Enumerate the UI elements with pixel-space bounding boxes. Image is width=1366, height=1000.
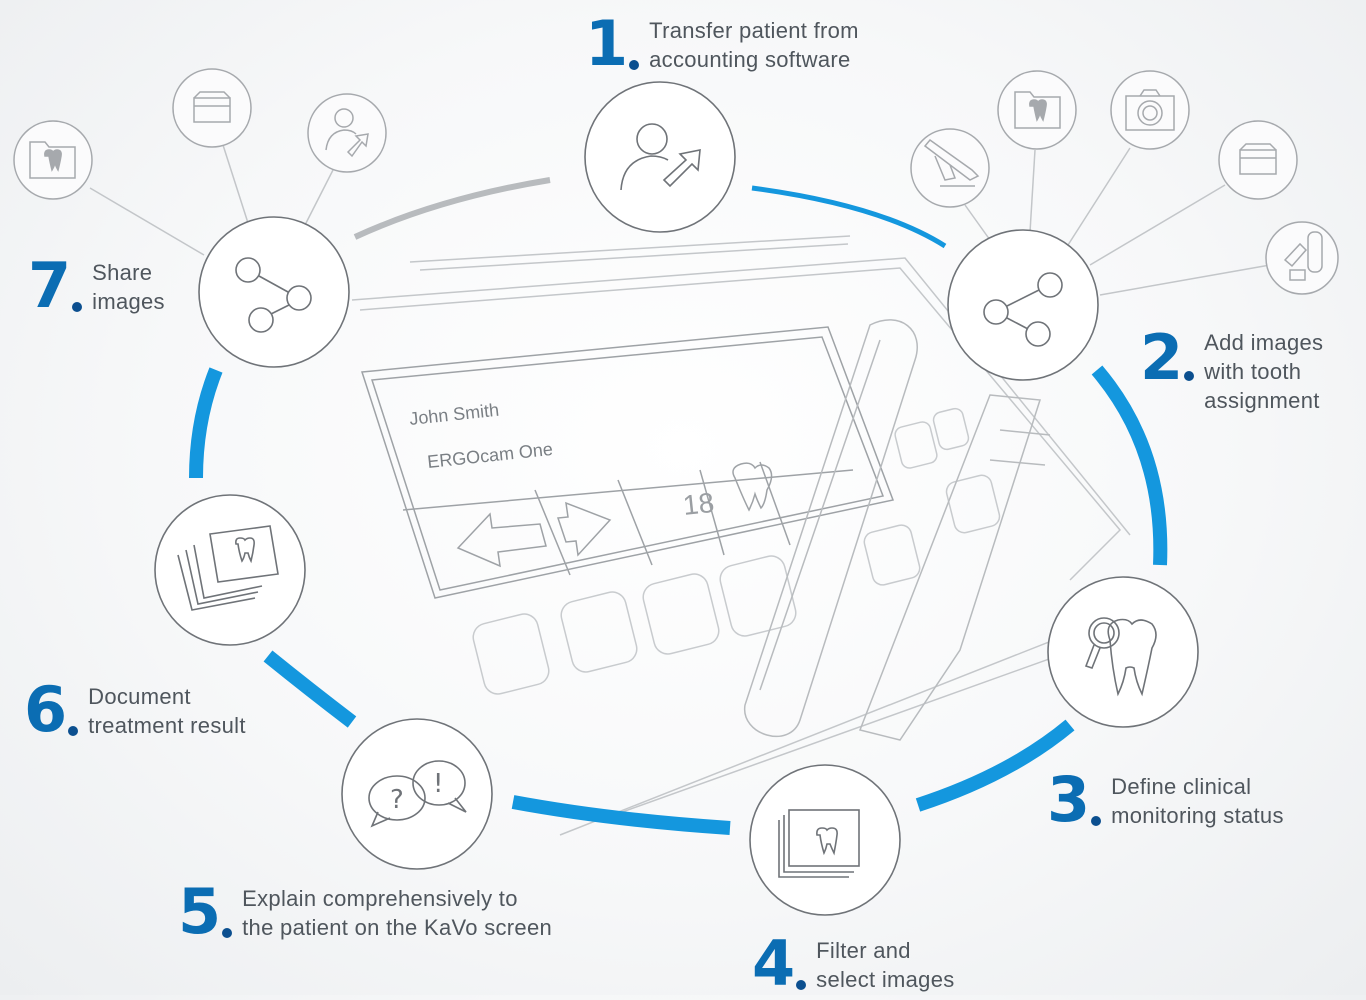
photo-stack-icon: [177, 525, 279, 611]
tooth-folder-icon: [997, 70, 1077, 150]
tooth-folder-icon: [13, 120, 93, 200]
patient-name: John Smith: [408, 400, 500, 429]
step-circles: ? !: [154, 81, 1199, 916]
image-stack-icon: [778, 809, 860, 878]
archive-box-icon: [1218, 120, 1298, 200]
arc-4-5: [511, 795, 731, 835]
arrow-left-icon: [456, 512, 547, 568]
arc-6-7: [189, 367, 223, 479]
arc-5-6: [263, 650, 357, 728]
tooth-outline-icon: [732, 462, 773, 512]
step-5-circle: ? !: [341, 718, 493, 870]
step-number: 6: [24, 673, 67, 746]
camera-icon: [1110, 70, 1190, 150]
step-3-circle: [1047, 576, 1199, 728]
question-mark-icon: ?: [390, 785, 404, 815]
user-import-icon: [620, 123, 701, 191]
source-icons: [910, 70, 1339, 295]
tooth-number: 18: [681, 487, 715, 521]
share-icon: [235, 257, 312, 333]
cycle-arcs: [189, 177, 1168, 835]
step-dot: [68, 726, 79, 736]
arc-7-1: [353, 177, 551, 240]
camera-name: ERGOcam One: [426, 439, 553, 472]
step-dot: [72, 302, 83, 312]
step-dot: [1091, 816, 1102, 826]
archive-box-icon: [172, 68, 252, 148]
step-dot: [796, 980, 807, 990]
step-7-circle: [198, 216, 350, 368]
tooth-magnifier-icon: [1084, 617, 1157, 697]
step-2-circle: [947, 229, 1099, 381]
dental-handpiece-icon: [910, 128, 990, 208]
intraoral-camera: [744, 319, 1051, 741]
step-number: 2: [1140, 321, 1183, 394]
step-dot: [1184, 371, 1195, 381]
step-number: 4: [752, 927, 795, 1000]
step-dot: [629, 60, 640, 70]
connector-lines: [89, 144, 1271, 296]
user-share-icon: [307, 93, 387, 173]
arc-1-2: [751, 185, 947, 249]
share-target-icons: [13, 68, 387, 200]
device-illustration: [351, 235, 1131, 836]
keypad: [472, 407, 1001, 695]
speech-bubbles-icon: [368, 760, 467, 828]
xray-sensor-icon: [1265, 221, 1339, 295]
arc-3-4: [915, 719, 1075, 812]
device-screen: [360, 326, 895, 599]
share-icon: [983, 272, 1063, 347]
step-4-circle: [749, 764, 901, 916]
step-6-circle: [154, 494, 306, 646]
step-dot: [222, 928, 233, 938]
step-1-circle: [584, 81, 736, 233]
step-number: 3: [1047, 763, 1090, 836]
step-number: 5: [178, 875, 221, 948]
arrow-right-icon: [556, 501, 612, 557]
step-number: 1: [585, 7, 628, 80]
arc-2-3: [1091, 365, 1168, 566]
exclamation-mark-icon: !: [433, 769, 443, 799]
step-number: 7: [28, 249, 71, 322]
